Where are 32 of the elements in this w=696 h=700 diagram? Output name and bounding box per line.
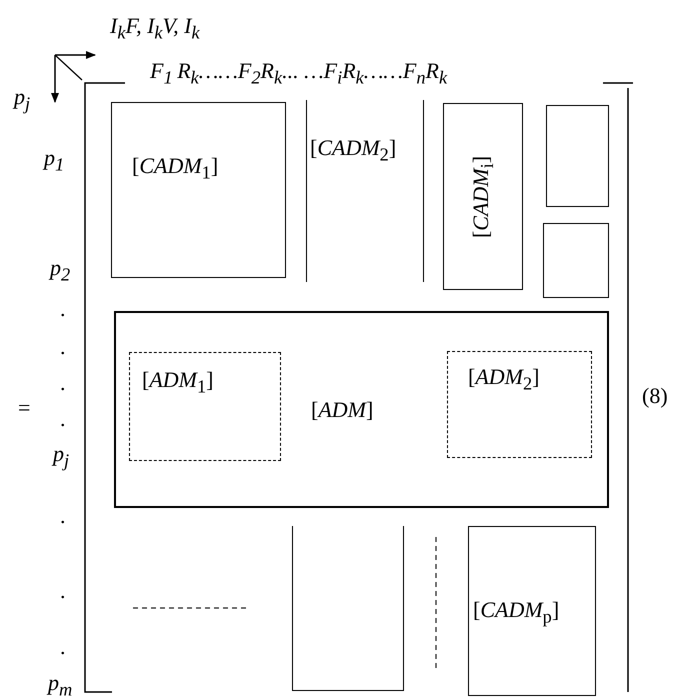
axis-label: p$_{j}$ xyxy=(14,86,30,113)
row-label: p$_{m}$ xyxy=(48,672,72,699)
ellipsis-dot: . xyxy=(60,298,66,320)
matrix-label: [ADM$_{1}$] xyxy=(142,367,214,398)
matrix-label: [ADM$_{2}$] xyxy=(468,364,540,394)
axis-label: I$_{k}$F, I$_{k}$V, I$_{k}$ xyxy=(110,15,200,42)
matrix-block xyxy=(114,311,609,508)
equation-number: (8) xyxy=(642,385,668,407)
ellipsis-dot: . xyxy=(60,408,66,430)
open-matrix-block xyxy=(306,100,424,282)
dashed-submatrix-block xyxy=(129,352,281,461)
column-header: F$_{1}$ R$_{k}$……F$_{2}$R$_{k}$... …F$_{i}$R$_{k}$……F$_{n}$R$_{k}$ xyxy=(150,60,448,87)
ellipsis-dot: . xyxy=(60,636,66,658)
ellipsis-dot: . xyxy=(60,372,66,394)
ellipsis-dot: . xyxy=(60,505,66,527)
dashed-submatrix-block xyxy=(447,351,592,458)
matrix-label: [CADM$_{2}$] xyxy=(310,135,396,166)
matrix-block xyxy=(443,103,523,290)
ellipsis-dot: . xyxy=(60,580,66,602)
ellipsis-dot: . xyxy=(60,336,66,358)
matrix-label: [CADM$_{p}$] xyxy=(473,597,560,628)
equals-sign: = xyxy=(18,397,30,419)
row-label: p$_{1}$ xyxy=(44,147,64,174)
empty-block xyxy=(546,105,609,207)
matrix-label: [ADM] xyxy=(311,397,374,423)
row-label: p$_{2}$ xyxy=(50,257,70,284)
matrix-block xyxy=(468,526,596,696)
matrix-block xyxy=(111,102,286,278)
open-block xyxy=(292,526,404,691)
row-label: p$_{j}$ xyxy=(53,443,70,470)
matrix-label: [CADM$_{1}$] xyxy=(132,153,218,184)
empty-block xyxy=(543,223,609,298)
